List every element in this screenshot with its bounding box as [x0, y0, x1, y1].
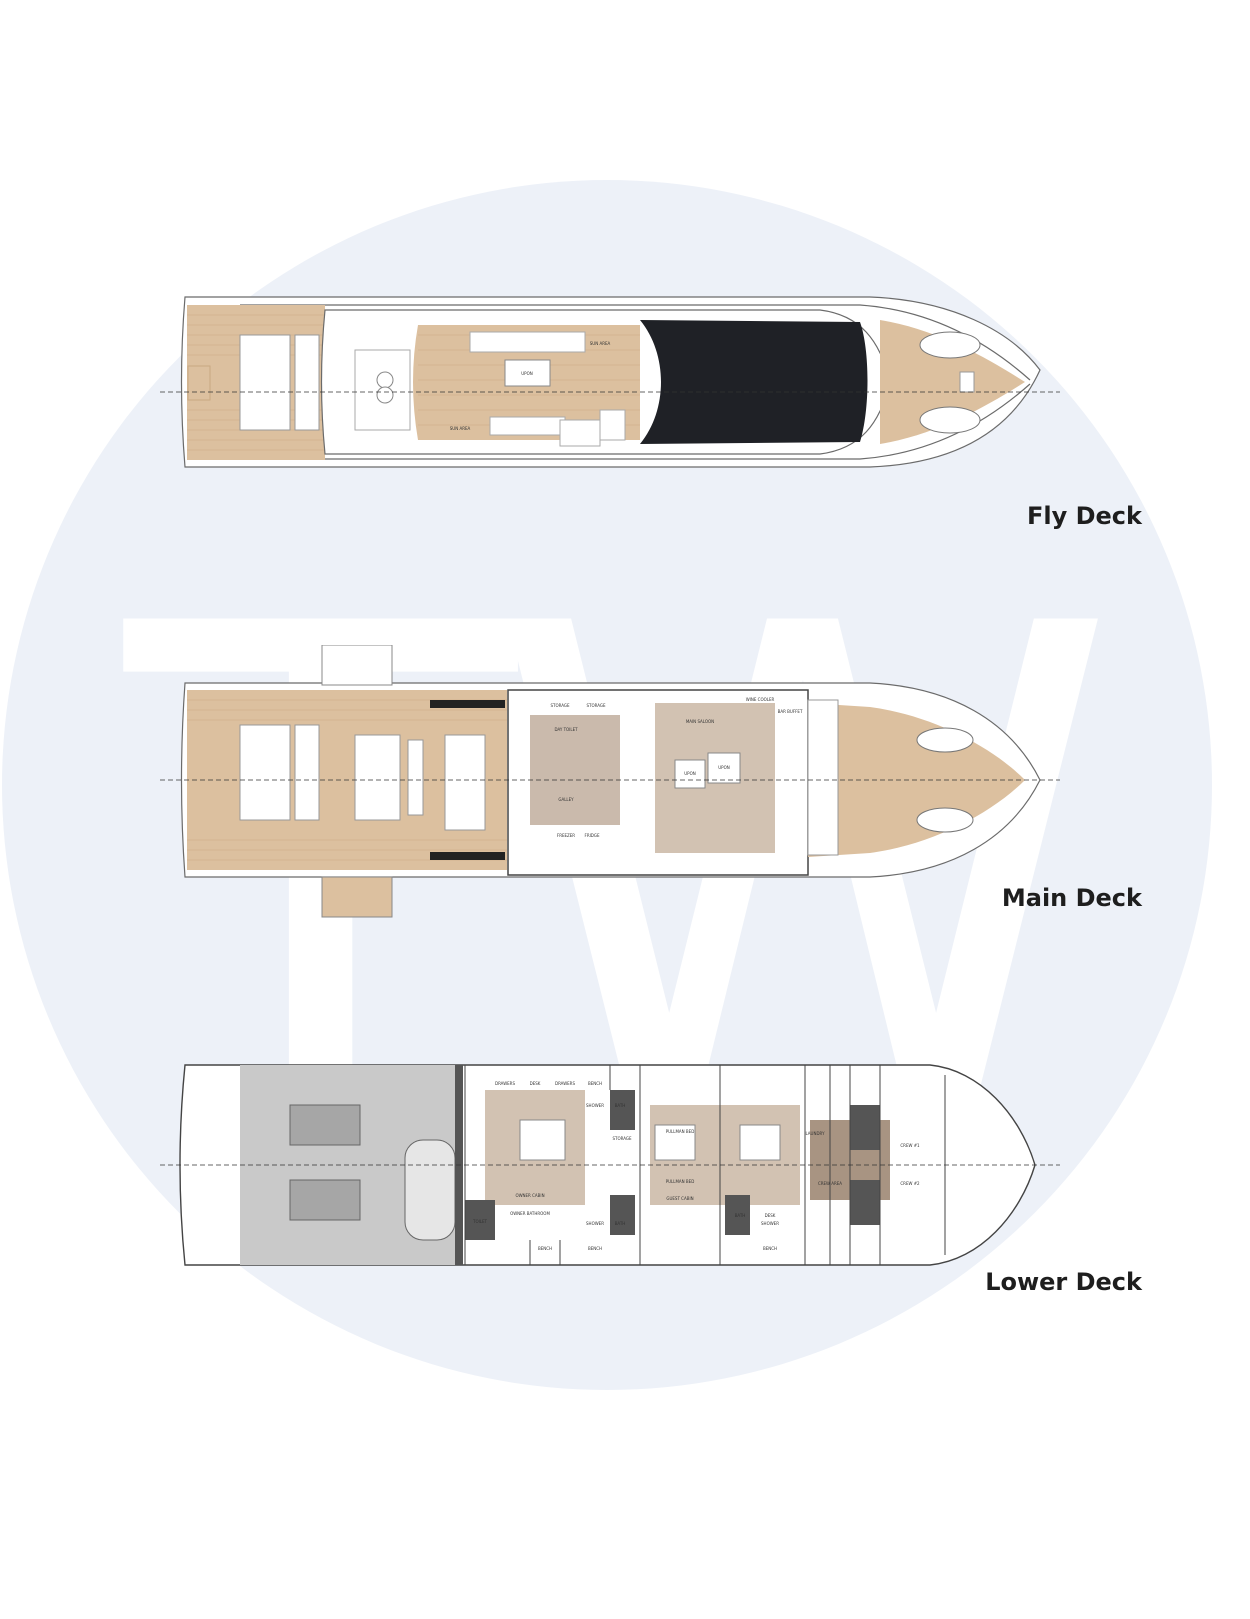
- fly-room-upon: UPON: [521, 371, 532, 376]
- lower-room-bench-2: BENCH: [538, 1246, 552, 1251]
- lower-room-crew-area: CREW AREA: [818, 1181, 842, 1186]
- main-room-galley: GALLEY: [558, 797, 574, 802]
- main-deck-plan: UPON UPON MAIN SALOON GALLEY DAY TOILET …: [160, 645, 1060, 918]
- main-room-upon: UPON: [684, 771, 695, 776]
- main-room-saloon: MAIN SALOON: [686, 719, 714, 724]
- lower-room-pullman-bed-2: PULLMAN BED: [666, 1179, 695, 1184]
- lower-room-crew-2: CREW #2: [900, 1181, 920, 1186]
- main-room-day-toilet: DAY TOILET: [554, 727, 578, 732]
- lower-room-bench-4: BENCH: [763, 1246, 777, 1251]
- lower-room-drawers-2: DRAWERS: [555, 1081, 575, 1086]
- main-room-upon-2: UPON: [718, 765, 729, 770]
- fly-sunpad: [239, 334, 291, 431]
- lower-room-desk-2: DESK: [765, 1213, 776, 1218]
- lower-room-bath-2: BATH: [615, 1221, 626, 1226]
- lower-deck-label: Lower Deck: [985, 1268, 1142, 1296]
- lower-room-shower-3: SHOWER: [761, 1221, 779, 1226]
- main-galley-floor: [530, 715, 620, 825]
- lower-room-owner-cabin: OWNER CABIN: [515, 1193, 544, 1198]
- main-room-freezer: FREEZER: [557, 833, 575, 838]
- lower-room-shower-2: SHOWER: [586, 1221, 604, 1226]
- main-jetski: [916, 727, 974, 753]
- main-room-fridge: FRIDGE: [585, 833, 600, 838]
- main-room-bar-buffet: BAR BUFFET: [778, 709, 803, 714]
- lower-room-laundry: LAUNDRY: [805, 1131, 825, 1136]
- main-room-wine-cooler: WINE COOLER: [746, 697, 775, 702]
- lower-room-crew-1: CREW #1: [900, 1143, 920, 1148]
- fly-glass-roof: [640, 320, 868, 444]
- lower-room-desk: DESK: [530, 1081, 541, 1086]
- lower-room-bench-3: BENCH: [588, 1246, 602, 1251]
- lower-room-owner-bathroom: OWNER BATHROOM: [510, 1211, 550, 1216]
- fly-jetski: [919, 331, 981, 359]
- main-deck-label: Main Deck: [1001, 884, 1142, 912]
- lower-room-shower: SHOWER: [586, 1103, 604, 1108]
- main-room-storage-2: STORAGE: [586, 703, 606, 708]
- lower-deck-plan: OWNER CABIN OWNER BATHROOM GUEST CABIN P…: [160, 1064, 1060, 1266]
- lower-room-bath-3: BATH: [735, 1213, 746, 1218]
- lower-room-toilet: TOILET: [472, 1219, 488, 1224]
- lower-room-drawers: DRAWERS: [495, 1081, 515, 1086]
- lower-room-storage: STORAGE: [612, 1136, 632, 1141]
- fly-deck-plan: UPON SUN AREA SUN AREA: [160, 296, 1060, 468]
- lower-room-guest-cabin: GUEST CABIN: [666, 1196, 693, 1201]
- fly-jetski-2: [919, 406, 981, 434]
- lower-room-bath: BATH: [615, 1103, 626, 1108]
- lower-room-bench: BENCH: [588, 1081, 602, 1086]
- fly-deck-label: Fly Deck: [1026, 502, 1142, 530]
- fly-room-sun-area-2: SUN AREA: [450, 426, 471, 431]
- fly-room-sun-area: SUN AREA: [590, 341, 611, 346]
- main-room-storage: STORAGE: [550, 703, 570, 708]
- main-jetski-2: [916, 807, 974, 833]
- lower-room-pullman-bed: PULLMAN BED: [666, 1129, 695, 1134]
